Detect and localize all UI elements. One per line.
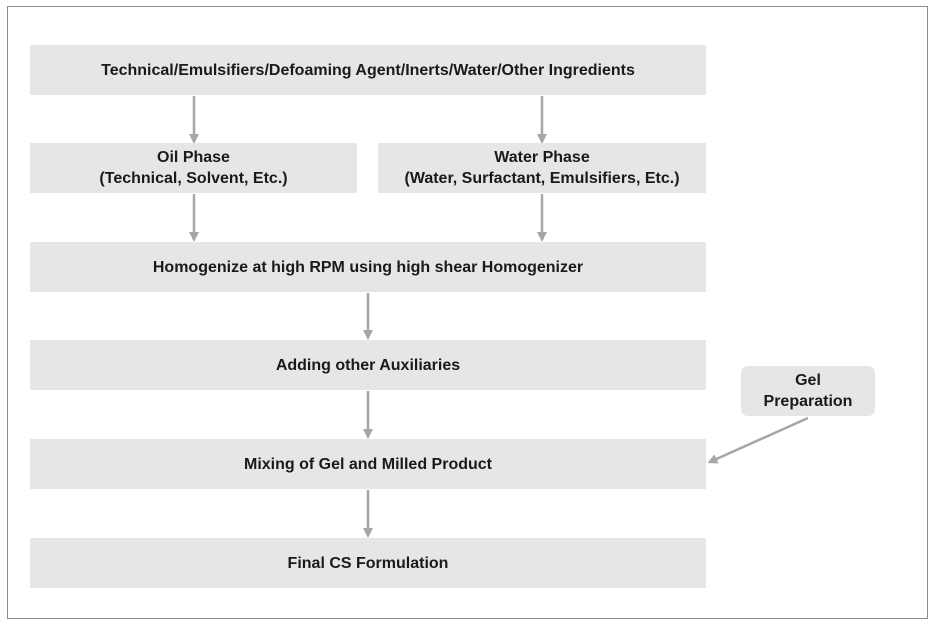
gel-preparation-box: Gel Preparation bbox=[741, 366, 875, 416]
final-formulation-box: Final CS Formulation bbox=[30, 538, 706, 588]
homogenize-label: Homogenize at high RPM using high shear … bbox=[152, 258, 584, 276]
gel-preparation-line2: Preparation bbox=[763, 393, 853, 410]
water-phase-box: Water Phase (Water, Surfactant, Emulsifi… bbox=[378, 143, 706, 193]
auxiliaries-label: Adding other Auxiliaries bbox=[275, 356, 461, 374]
diagram-frame bbox=[7, 6, 928, 619]
ingredients-label: Technical/Emulsifiers/Defoaming Agent/In… bbox=[101, 61, 635, 79]
oil-phase-detail: (Technical, Solvent, Etc.) bbox=[99, 170, 288, 187]
gel-preparation-line1: Gel bbox=[795, 372, 821, 389]
mixing-label: Mixing of Gel and Milled Product bbox=[243, 455, 492, 473]
oil-phase-title: Oil Phase bbox=[157, 149, 230, 166]
oil-phase-box: Oil Phase (Technical, Solvent, Etc.) bbox=[30, 143, 357, 193]
final-formulation-label: Final CS Formulation bbox=[287, 554, 449, 572]
water-phase-detail: (Water, Surfactant, Emulsifiers, Etc.) bbox=[404, 170, 680, 187]
mixing-box: Mixing of Gel and Milled Product bbox=[30, 439, 706, 489]
homogenize-box: Homogenize at high RPM using high shear … bbox=[30, 242, 706, 292]
water-phase-title: Water Phase bbox=[494, 149, 590, 166]
auxiliaries-box: Adding other Auxiliaries bbox=[30, 340, 706, 390]
ingredients-box: Technical/Emulsifiers/Defoaming Agent/In… bbox=[30, 45, 706, 95]
